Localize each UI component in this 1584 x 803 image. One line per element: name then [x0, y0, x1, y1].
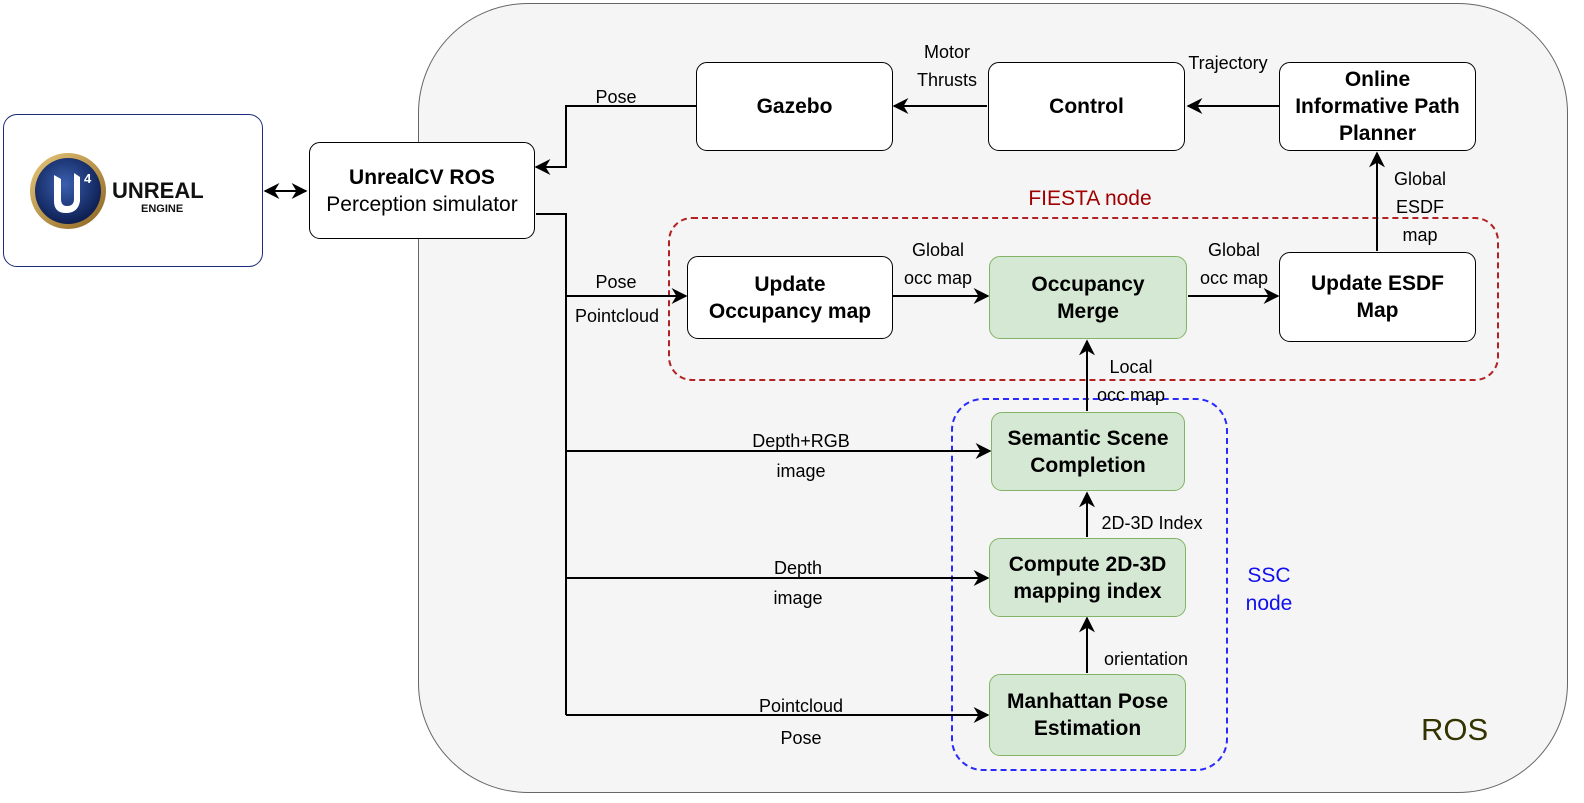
ssc-node-label: SSC node: [1246, 562, 1293, 618]
motor-thrusts-line1: Motor: [923, 42, 971, 62]
edge-gazebo-unrealcv: [534, 105, 696, 175]
update-esdf-line1: Update ESDF: [1310, 272, 1444, 295]
depth-line2: image: [773, 588, 823, 608]
global-occ-2-line2: occ map: [1199, 268, 1269, 288]
update-esdf-line2: Map: [1356, 299, 1399, 322]
control-node[interactable]: Control: [988, 62, 1185, 151]
label-motor-thrusts: Motor Thrusts: [917, 38, 977, 94]
local-occ-line2: occ map: [1096, 385, 1166, 405]
ssc-completion-line1: Semantic Scene: [1007, 426, 1169, 450]
ssc-completion-line2: Completion: [1030, 453, 1146, 477]
ssc-label-line1: SSC: [1247, 564, 1291, 587]
planner-node[interactable]: Online Informative Path Planner: [1279, 62, 1476, 151]
label-trajectory: Trajectory: [1188, 53, 1268, 73]
global-occ-2-line1: Global: [1207, 240, 1261, 260]
planner-line1: Online: [1344, 68, 1411, 91]
compute-mapping-index-node[interactable]: Compute 2D-3D mapping index: [989, 538, 1186, 617]
ros-label: ROS: [1421, 712, 1489, 747]
label-depth-rgb: Depth+RGB image: [752, 426, 850, 486]
edge-unrealcv-bus: [536, 213, 567, 715]
gazebo-label: Gazebo: [756, 95, 833, 118]
update-occupancy-node[interactable]: Update Occupancy map: [687, 256, 893, 339]
depth-rgb-line2: image: [776, 461, 826, 481]
unreal-engine-logo: 4 UNREAL ENGINE: [30, 153, 204, 229]
local-occ-line1: Local: [1109, 357, 1153, 377]
label-pointcloud-pose: Pointcloud Pose: [759, 690, 843, 754]
ssc-label-line2: node: [1245, 592, 1293, 615]
gazebo-node[interactable]: Gazebo: [696, 62, 893, 151]
global-esdf-line1: Global: [1393, 169, 1447, 189]
logo-disc: [35, 158, 101, 224]
fiesta-node-region: [668, 217, 1499, 381]
label-global-occ-1: Global occ map: [904, 236, 972, 292]
label-depth: Depth image: [773, 553, 822, 613]
label-2d3d-index: 2D-3D Index: [1101, 513, 1203, 533]
depth-line1: Depth: [773, 558, 823, 578]
logo-u-glyph: [54, 173, 80, 213]
planner-line2: Informative Path: [1295, 95, 1460, 118]
global-occ-1-line2: occ map: [903, 268, 973, 288]
unreal-engine-logo-box: 4 UNREAL ENGINE: [3, 114, 263, 267]
semantic-scene-completion-node[interactable]: Semantic Scene Completion: [991, 412, 1185, 491]
occ-merge-line2: Merge: [1057, 299, 1119, 323]
label-pose-gazebo: Pose: [595, 87, 637, 107]
compute-index-line1: Compute 2D-3D: [1008, 552, 1167, 576]
logo-text-main: UNREAL: [112, 178, 204, 203]
label-pose-occ: Pose: [595, 272, 637, 292]
manhattan-line2: Estimation: [1033, 717, 1142, 740]
update-occ-line1: Update: [754, 272, 826, 296]
global-occ-1-line1: Global: [911, 240, 965, 260]
manhattan-pose-node[interactable]: Manhattan Pose Estimation: [989, 674, 1186, 756]
compute-index-line2: mapping index: [1013, 579, 1162, 603]
update-esdf-node[interactable]: Update ESDF Map: [1279, 252, 1476, 342]
manhattan-line1: Manhattan Pose: [1006, 690, 1169, 713]
logo-badge: 4: [84, 171, 92, 186]
global-esdf-line3: map: [1402, 225, 1438, 245]
label-orientation: orientation: [1103, 649, 1189, 669]
ssc-node-region: [951, 398, 1228, 771]
pointcloud-pose-line1: Pointcloud: [758, 696, 844, 716]
label-pointcloud-occ: Pointcloud: [574, 306, 660, 326]
motor-thrusts-line2: Thrusts: [916, 70, 978, 90]
planner-line3: Planner: [1338, 122, 1416, 145]
label-global-occ-2: Global occ map: [1200, 236, 1268, 292]
label-global-esdf: Global ESDF map: [1394, 165, 1446, 249]
unrealcv-title: UnrealCV ROS: [349, 165, 495, 189]
occupancy-merge-node[interactable]: Occupancy Merge: [989, 256, 1187, 339]
control-label: Control: [1049, 95, 1124, 118]
occ-merge-line1: Occupancy: [1031, 272, 1145, 296]
depth-rgb-line1: Depth+RGB: [752, 431, 850, 451]
global-esdf-line2: ESDF: [1395, 197, 1444, 217]
pointcloud-pose-line2: Pose: [780, 728, 822, 748]
logo-text-sub: ENGINE: [141, 203, 183, 215]
update-occ-line2: Occupancy map: [708, 299, 872, 323]
fiesta-node-label: FIESTA node: [1028, 187, 1152, 210]
unrealcv-node[interactable]: UnrealCV ROS Perception simulator: [309, 142, 535, 239]
label-local-occ: Local occ map: [1097, 353, 1165, 409]
unrealcv-subtitle: Perception simulator: [326, 192, 518, 216]
